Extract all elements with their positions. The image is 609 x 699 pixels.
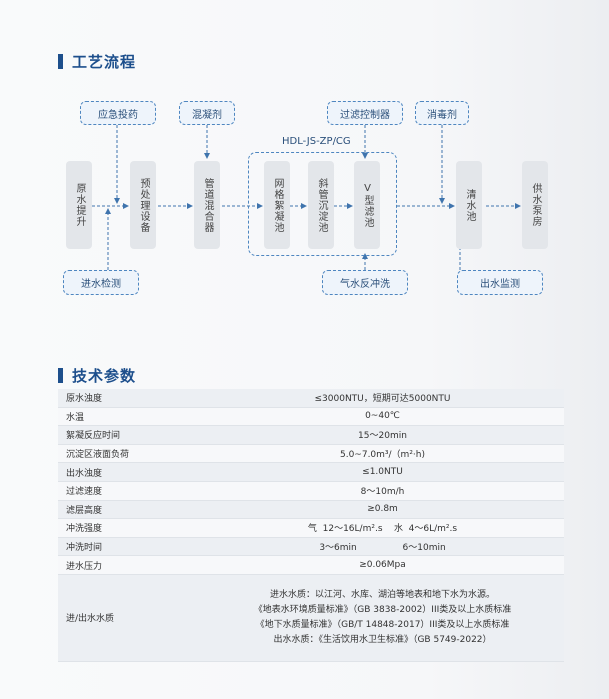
stage-grid-flocculation-label: 网格絮凝池 [272, 177, 283, 233]
stage-raw-water-lift-label: 原水提升 [74, 183, 85, 227]
filter-controller-box: 过滤控制器 [327, 101, 403, 125]
table-row: 水温 0~40℃ [58, 407, 564, 427]
spec-name: 过滤速度 [58, 481, 201, 501]
stage-pretreatment: 预处理设备 [130, 161, 156, 249]
spec-table: 原水浊度 ≤3000NTU，短期可达5000NTU 水温 0~40℃ 絮凝反应时… [58, 389, 564, 662]
table-row: 滤层高度 ≥0.8m [58, 500, 564, 520]
spec-name: 出水浊度 [58, 462, 201, 482]
inlet-monitoring-box: 进水检测 [63, 270, 139, 295]
table-row: 冲洗时间 3～6min 6～10min [58, 537, 564, 557]
quality-line: 《地下水质量标准》（GB/T 14848-2017）III类及以上水质标准 [255, 619, 510, 630]
inlet-monitoring-label: 进水检测 [81, 279, 121, 290]
spec-name: 进/出水水质 [58, 574, 201, 662]
quality-line: 出水水质：《生活饮用水卫生标准》（GB 5749-2022） [273, 634, 492, 645]
title-marker [58, 54, 63, 69]
spec-value: 0~40℃ [201, 407, 564, 427]
spec-name: 原水浊度 [58, 389, 201, 408]
spec-name: 冲洗强度 [58, 518, 201, 538]
emergency-dosing-label: 应急投药 [98, 109, 138, 121]
stage-water-supply-pump-label: 供水泵房 [530, 183, 541, 227]
flow-connectors [92, 125, 521, 270]
spec-value: 进水水质：以江河、水库、湖泊等地表和地下水为水源。 《地表水环境质量标准》（GB… [201, 574, 564, 662]
spec-table-body: 原水浊度 ≤3000NTU，短期可达5000NTU 水温 0~40℃ 絮凝反应时… [58, 389, 564, 662]
emergency-dosing-box: 应急投药 [80, 101, 156, 125]
filter-controller-label: 过滤控制器 [340, 109, 390, 121]
stage-pipe-mixer-label: 管道混合器 [202, 177, 213, 233]
coagulant-label: 混凝剂 [192, 109, 222, 121]
specs-section-title: 技术参数 [58, 365, 136, 386]
spec-name: 沉淀区液面负荷 [58, 444, 201, 464]
title-marker [58, 368, 63, 383]
spec-value: 15～20min [201, 425, 564, 445]
disinfectant-box: 消毒剂 [415, 101, 469, 125]
spec-name: 冲洗时间 [58, 537, 201, 557]
spec-name: 滤层高度 [58, 500, 201, 520]
table-row: 沉淀区液面负荷 5.0~7.0m³/（m²·h) [58, 444, 564, 464]
spec-name: 进水压力 [58, 555, 201, 575]
spec-value: 3～6min 6～10min [201, 537, 564, 557]
outlet-monitoring-label: 出水监测 [480, 279, 520, 290]
stage-inclined-settling: 斜管沉淀池 [308, 161, 334, 249]
spec-value: 8～10m/h [201, 481, 564, 501]
table-row: 出水浊度 ≤1.0NTU [58, 462, 564, 482]
backwash-box: 气水反冲洗 [322, 270, 408, 295]
specs-title-text: 技术参数 [72, 367, 137, 385]
stage-pretreatment-label: 预处理设备 [138, 177, 149, 233]
spec-value: 5.0~7.0m³/（m²·h) [201, 444, 564, 464]
stage-pipe-mixer: 管道混合器 [194, 161, 220, 249]
backwash-label: 气水反冲洗 [340, 279, 390, 290]
quality-line: 进水水质：以江河、水库、湖泊等地表和地下水为水源。 [269, 589, 495, 600]
table-row: 原水浊度 ≤3000NTU，短期可达5000NTU [58, 389, 564, 408]
stage-grid-flocculation: 网格絮凝池 [264, 161, 290, 249]
outlet-monitoring-box: 出水监测 [457, 270, 543, 295]
stage-water-supply-pump: 供水泵房 [522, 161, 548, 249]
treatment-unit-model-label: HDL-JS-ZP/CG [282, 136, 351, 147]
spec-value: ≥0.06Mpa [201, 555, 564, 575]
stage-v-filter-label: V型滤池 [362, 182, 373, 228]
spec-value: ≥0.8m [201, 500, 564, 520]
treatment-unit-group-frame [248, 152, 397, 256]
stage-inclined-settling-label: 斜管沉淀池 [316, 177, 327, 233]
coagulant-box: 混凝剂 [179, 101, 235, 125]
spec-value: ≤3000NTU，短期可达5000NTU [201, 389, 564, 408]
spec-name: 絮凝反应时间 [58, 425, 201, 445]
spec-value: 气 12～16L/m².s 水 4～6L/m².s [201, 518, 564, 538]
table-row: 进水压力 ≥0.06Mpa [58, 555, 564, 575]
disinfectant-label: 消毒剂 [427, 109, 457, 121]
spec-name: 水温 [58, 407, 201, 427]
process-title-text: 工艺流程 [72, 53, 137, 71]
stage-clear-water-tank: 清水池 [456, 161, 482, 249]
stage-raw-water-lift: 原水提升 [66, 161, 92, 249]
table-row: 絮凝反应时间 15～20min [58, 425, 564, 445]
table-row: 冲洗强度 气 12～16L/m².s 水 4～6L/m².s [58, 518, 564, 538]
table-row: 进/出水水质 进水水质：以江河、水库、湖泊等地表和地下水为水源。 《地表水环境质… [58, 574, 564, 662]
table-row: 过滤速度 8～10m/h [58, 481, 564, 501]
process-section-title: 工艺流程 [58, 51, 136, 72]
stage-clear-water-tank-label: 清水池 [464, 188, 475, 222]
quality-line: 《地表水环境质量标准》（GB 3838-2002）III类及以上水质标准 [253, 604, 512, 615]
stage-v-filter: V型滤池 [354, 161, 380, 249]
spec-value: ≤1.0NTU [201, 462, 564, 482]
